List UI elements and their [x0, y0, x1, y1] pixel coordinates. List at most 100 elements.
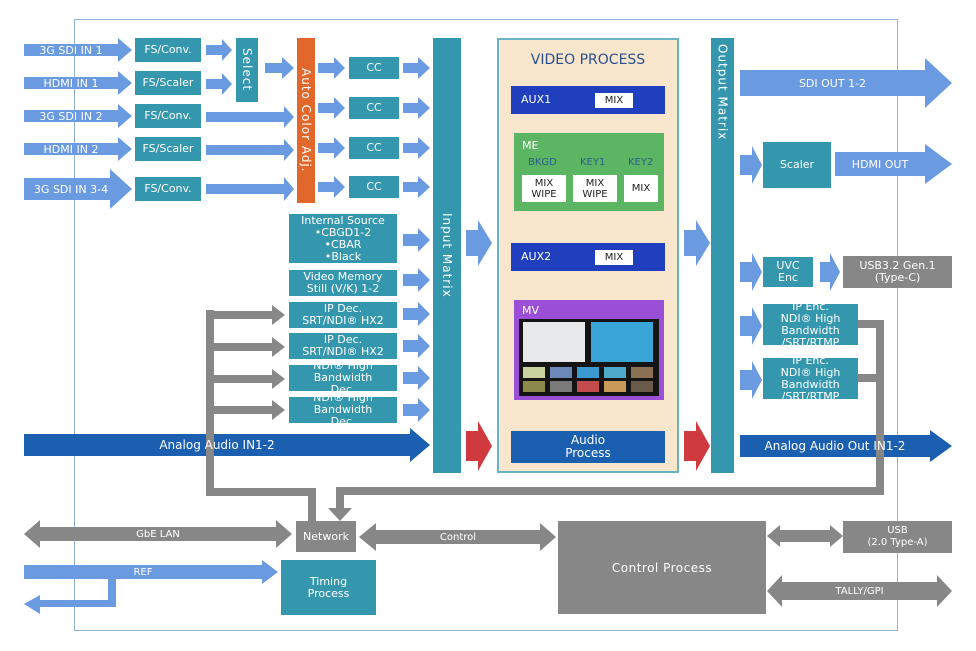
block-line: NDI® High Bandwidth — [780, 365, 841, 391]
cc-block: CC — [349, 176, 399, 198]
fs-conv-block: FS/Conv. — [135, 104, 201, 128]
arrow-tally-gpi — [767, 575, 952, 607]
arrow-3g-sdi-in-3-4 — [24, 169, 132, 209]
mode-label: WIPE — [582, 188, 608, 200]
arrow-hdmi-in-2 — [24, 137, 132, 161]
block-line: Enc — [778, 271, 798, 284]
mv-sub-window — [550, 381, 572, 392]
mv-sub-window — [523, 367, 545, 378]
ndi-dec-block: NDI® High Bandwidth Dec. — [289, 392, 397, 428]
fs-scaler-block: FS/Scaler — [135, 137, 201, 161]
me-bkgd-modes: MIX WIPE — [522, 175, 566, 202]
block-line: Still (V/K) 1-2 — [306, 282, 380, 295]
block-line: Process — [307, 586, 350, 600]
me-bkgd-label: BKGD — [528, 157, 557, 168]
mode-label: WIPE — [531, 188, 557, 200]
block-line: UVC — [776, 259, 800, 272]
mv-label: MV — [522, 304, 540, 317]
mv-block: MV — [514, 300, 664, 400]
network-block: Network — [296, 521, 356, 552]
aux2-mix: MIX — [595, 250, 633, 265]
auto-color-adj-block: Auto Color Adj. — [297, 38, 315, 203]
aux1-bar: AUX1 MIX — [511, 86, 665, 114]
gbe-lan-label: GbE LAN — [136, 528, 180, 540]
input-label: 3G SDI IN 1 — [39, 43, 103, 57]
usb20-port: USB (2.0 Type-A) — [843, 521, 952, 553]
uvc-enc-block: UVC Enc — [763, 257, 813, 287]
arrow-hdmi-out — [835, 144, 952, 184]
block-line: Dec. — [330, 383, 356, 396]
me-key2-label: KEY2 — [628, 157, 654, 168]
block-line: (2.0 Type-A) — [867, 537, 928, 548]
arrow-sdi-out — [740, 58, 952, 108]
audio-in-label: Analog Audio IN1-2 — [159, 438, 275, 452]
ip-enc-block: IP Enc. NDI® High Bandwidth /SRT/RTMP — [763, 299, 858, 348]
fs-conv-block: FS/Conv. — [135, 177, 201, 201]
me-label: ME — [522, 139, 539, 152]
scaler-block: Scaler — [763, 142, 831, 188]
usb32-port: USB3.2 Gen.1 (Type-C) — [843, 256, 952, 288]
block-line: /SRT/RTMP — [781, 389, 840, 403]
block-line: Timing — [309, 574, 348, 588]
multiview-thumbnail — [519, 319, 659, 396]
ip-dec-block: IP Dec. SRT/NDI® HX2 — [289, 333, 397, 359]
fs-scaler-block: FS/Scaler — [135, 71, 201, 95]
internal-source-title: Internal Source — [301, 213, 385, 227]
block-line: IP Dec. — [323, 302, 363, 315]
mv-sub-window — [604, 367, 626, 378]
aux2-bar: AUX2 MIX — [511, 243, 665, 271]
device-boundary — [74, 19, 898, 631]
mode-label: MIX — [631, 183, 651, 194]
select-block: Select — [236, 38, 258, 102]
block-line: Dec. — [330, 415, 356, 428]
input-label: HDMI IN 1 — [43, 76, 99, 90]
timing-process-block: Timing Process — [281, 560, 376, 615]
block-line: IP Dec. — [323, 333, 363, 346]
arrow-ref — [24, 560, 278, 614]
internal-source-item: •CBAR — [324, 237, 362, 251]
aux2-label: AUX2 — [521, 250, 552, 263]
mode-label: MIX — [534, 177, 554, 189]
arrow-3g-sdi-in-1 — [24, 38, 132, 62]
audio-process-block: Audio Process — [511, 431, 665, 463]
mv-sub-window — [577, 381, 599, 392]
mode-label: MIX — [585, 177, 605, 189]
arrow-audio-out — [740, 430, 952, 462]
block-line: Process — [565, 446, 611, 460]
aux1-label: AUX1 — [521, 93, 552, 106]
aux1-mix: MIX — [595, 93, 633, 108]
cc-block: CC — [349, 97, 399, 119]
mv-main-window-2 — [591, 322, 653, 362]
control-process-block: Control Process — [558, 521, 766, 614]
mv-sub-window — [631, 367, 653, 378]
arrow-control — [359, 523, 556, 551]
sdi-out-label: SDI OUT 1-2 — [798, 76, 867, 90]
input-label: 3G SDI IN 2 — [39, 109, 103, 123]
block-line: IP Enc. — [792, 353, 829, 367]
block-line: SRT/NDI® HX2 — [302, 345, 384, 358]
video-process-title: VIDEO PROCESS — [530, 52, 646, 68]
mv-main-window-1 — [523, 322, 585, 362]
input-matrix: Input Matrix — [433, 38, 461, 473]
ndi-dec-block: NDI® High Bandwidth Dec. — [289, 360, 397, 396]
ip-enc-block: IP Enc. NDI® High Bandwidth /SRT/RTMP — [763, 353, 858, 402]
block-line: NDI® High Bandwidth — [313, 391, 373, 416]
arrow-gbe-lan — [24, 520, 292, 548]
internal-source-item: •CBGD1-2 — [314, 225, 372, 239]
block-line: USB3.2 Gen.1 — [859, 259, 936, 272]
input-label: 3G SDI IN 3-4 — [33, 182, 109, 196]
video-memory-block: Video Memory Still (V/K) 1-2 — [289, 270, 397, 296]
arrow-audio-in — [24, 428, 430, 462]
ref-label: REF — [133, 566, 153, 578]
block-line: Audio — [570, 433, 606, 447]
block-line: (Type-C) — [874, 271, 921, 284]
input-label: HDMI IN 2 — [43, 142, 99, 156]
block-line: NDI® High Bandwidth — [780, 311, 841, 337]
audio-out-label: Analog Audio Out IN1-2 — [764, 439, 906, 453]
mv-sub-window — [523, 381, 545, 392]
block-line: IP Enc. — [792, 299, 829, 313]
block-line: Video Memory — [303, 270, 383, 283]
fs-conv-block: FS/Conv. — [135, 38, 201, 62]
tally-gpi-label: TALLY/GPI — [835, 585, 884, 597]
